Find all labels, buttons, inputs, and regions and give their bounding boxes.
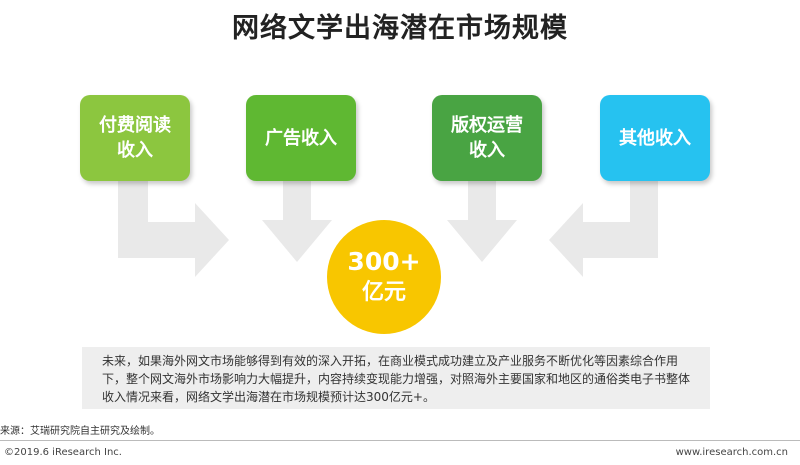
other-income-label: 其他收入 [619,127,691,149]
source-note: 来源：艾瑞研究院自主研究及绘制。 [0,426,160,437]
market-size-value: 300+ [347,247,421,276]
arrow-from-paid-reading [118,180,229,277]
advertising-label: 广告收入 [265,127,337,149]
market-size-circle: 300+ 亿元 [327,220,441,334]
copyright-operation-label-line2: 收入 [469,140,505,161]
arrow-from-advertising [262,180,332,262]
copyright-operation-label-line1: 版权运营 [451,115,523,136]
paid-reading-box: 付费阅读 收入 [80,95,190,181]
copyright-operation-box: 版权运营 收入 [432,95,542,181]
page-title: 网络文学出海潜在市场规模 [232,13,568,44]
footer-divider [0,440,800,441]
paid-reading-label-line1: 付费阅读 [99,115,171,136]
arrow-from-copyright [447,180,517,262]
description-text: 未来，如果海外网文市场能够得到有效的深入开拓，在商业模式成功建立及产业服务不断优… [82,347,710,409]
paid-reading-label-line2: 收入 [117,140,153,161]
advertising-box: 广告收入 [246,95,356,181]
website-url: www.iresearch.com.cn [675,447,788,458]
arrow-from-other-income [549,180,658,277]
market-size-unit: 亿元 [361,280,406,305]
copyright-text: ©2019.6 iResearch Inc. [4,447,122,458]
other-income-box: 其他收入 [600,95,710,181]
